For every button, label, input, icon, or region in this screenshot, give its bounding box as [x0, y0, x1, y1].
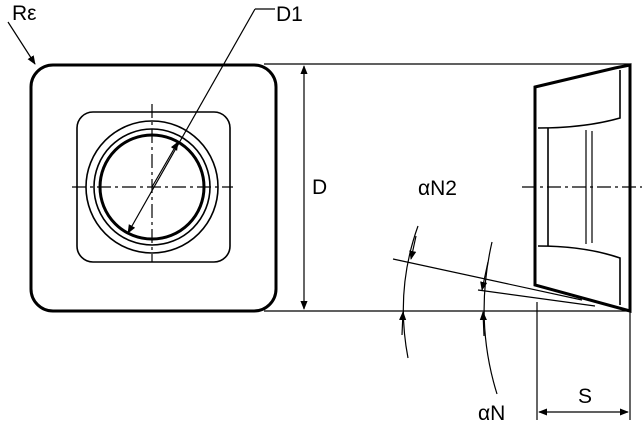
angle-arrow-n2-top [409, 235, 417, 260]
clearance-line-n2 [392, 258, 583, 301]
d1-arrow-upper [151, 141, 179, 188]
label-s: S [578, 385, 592, 408]
label-corner-radius: Rε [12, 2, 37, 25]
front-view [7, 8, 278, 313]
d1-leader-line [127, 8, 256, 234]
angle-arrow-n2-bottom [399, 311, 407, 336]
label-d: D [312, 176, 327, 199]
angle-arrow-n-bottom [479, 311, 487, 337]
label-alpha-n2: αN2 [418, 177, 457, 200]
clearance-line-n [477, 289, 596, 307]
angle-arc-n [483, 241, 498, 395]
side-view [392, 63, 642, 420]
angle-arc-n2 [402, 225, 419, 359]
label-alpha-n: αN [478, 402, 505, 425]
side-lower-countersink [537, 245, 621, 305]
insert-outline [29, 63, 278, 313]
corner-radius-leader [7, 21, 36, 65]
label-d1: D1 [276, 3, 303, 26]
side-upper-countersink [537, 70, 621, 129]
d-dimension [264, 63, 630, 312]
side-profile-outline [533, 63, 632, 313]
angle-arrow-n-top [480, 261, 489, 291]
